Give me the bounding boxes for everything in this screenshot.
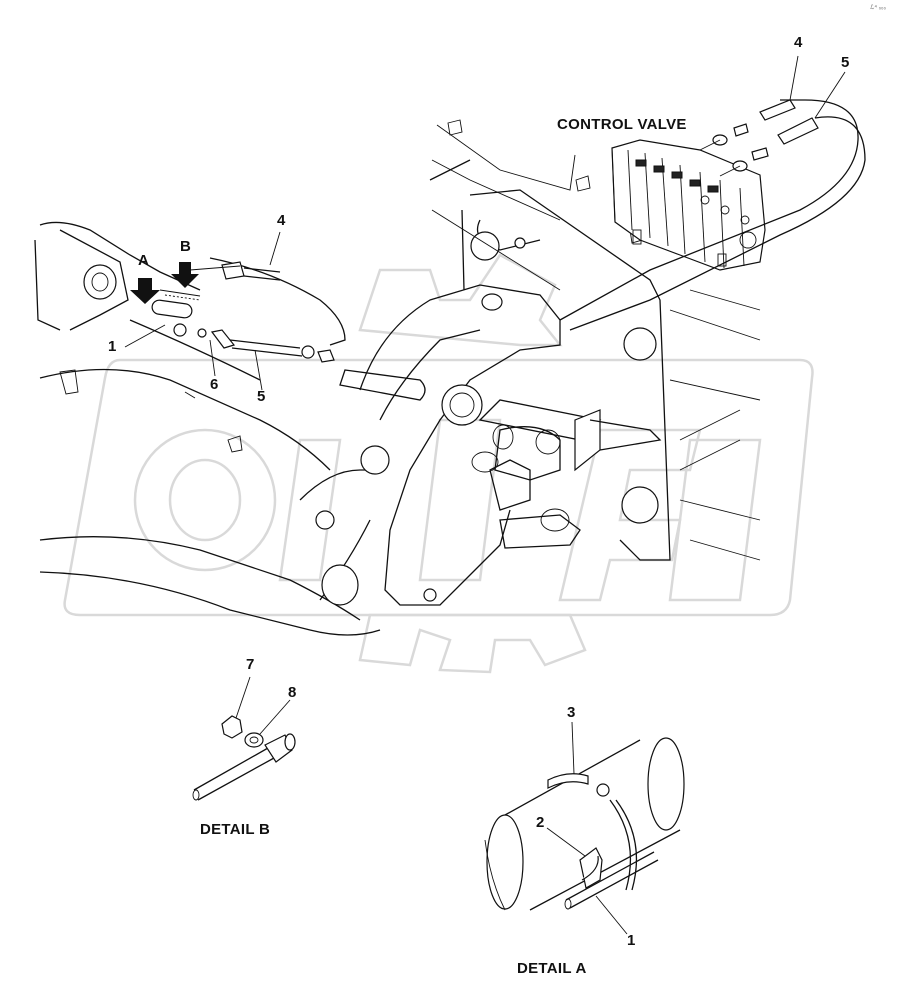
view-arrows bbox=[130, 262, 199, 304]
leader-lines bbox=[124, 55, 846, 935]
swing-bracket bbox=[299, 284, 662, 606]
view-arrow-b-label: B bbox=[180, 238, 191, 255]
gear-watermark-icon bbox=[63, 253, 814, 674]
corner-code: ℒ⁴ ₀₀₀ bbox=[870, 5, 887, 11]
callout-4-mid: 4 bbox=[277, 212, 286, 229]
hoses bbox=[559, 99, 866, 331]
callout-6: 6 bbox=[210, 376, 219, 393]
callout-2: 2 bbox=[536, 814, 545, 831]
view-arrow-a-label: A bbox=[138, 252, 149, 269]
detail-b-parts bbox=[192, 715, 296, 801]
control-valve-caption: CONTROL VALVE bbox=[557, 116, 687, 133]
detail-a-parts bbox=[484, 737, 685, 911]
callout-1-main: 1 bbox=[108, 338, 117, 355]
callout-1-detail: 1 bbox=[627, 932, 636, 949]
boom-hose-assembly bbox=[151, 261, 335, 363]
detail-b-caption: DETAIL B bbox=[200, 821, 271, 838]
callout-8: 8 bbox=[288, 684, 297, 701]
callout-5-mid: 5 bbox=[257, 388, 266, 405]
callout-3: 3 bbox=[567, 704, 576, 721]
swing-frame bbox=[429, 119, 761, 561]
callout-5-top: 5 bbox=[841, 54, 850, 71]
callout-7: 7 bbox=[246, 656, 255, 673]
callout-4-top: 4 bbox=[794, 34, 803, 51]
detail-a-caption: DETAIL A bbox=[517, 960, 587, 977]
control-valve bbox=[611, 139, 766, 271]
